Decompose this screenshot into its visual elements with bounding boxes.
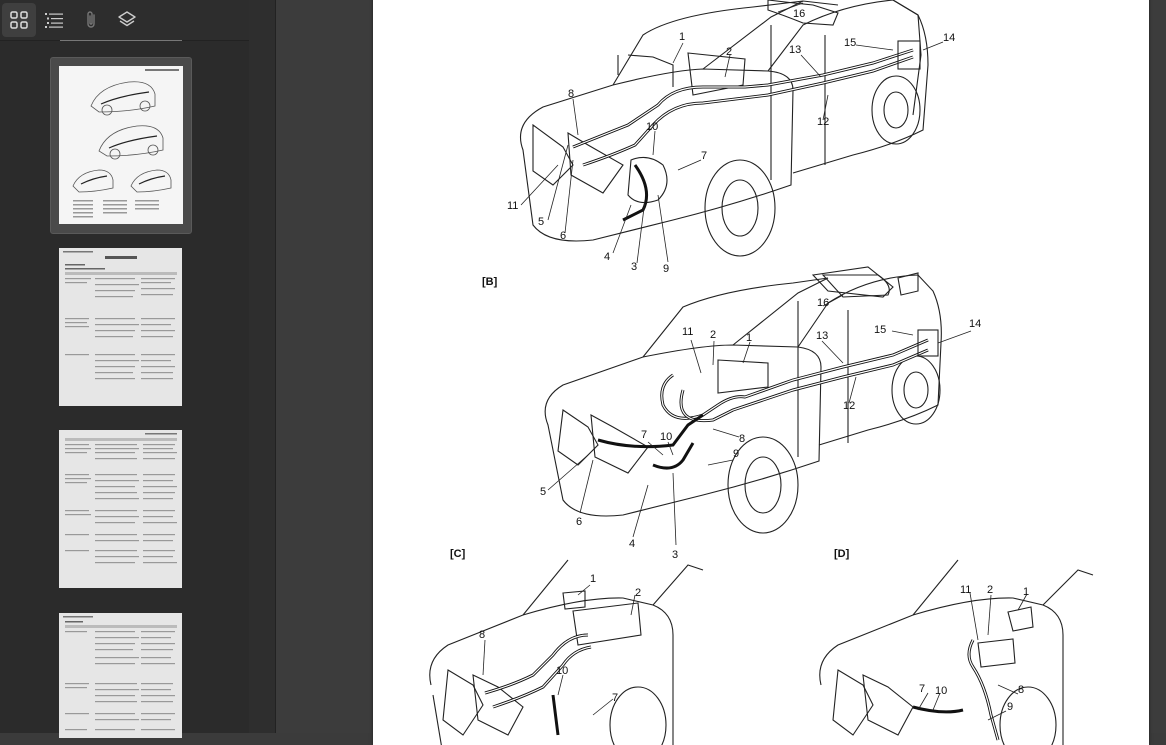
- callout-label: 1: [590, 573, 596, 585]
- thumbnail-diagram-preview: [72, 69, 179, 218]
- callout-label: 10: [660, 431, 672, 443]
- thumbnail-table-preview: [63, 616, 177, 731]
- callout-label: 2: [987, 584, 993, 596]
- figure-label-b: [B]: [482, 276, 498, 288]
- layers-icon: [118, 11, 136, 27]
- callout-label: 4: [629, 538, 635, 550]
- vehicle-diagram-b: 16 15 14 11 2 1 13 12 7 10 8 9 5 6 4 3: [540, 266, 981, 561]
- callout-label: 14: [969, 318, 981, 330]
- thumbnail-table-preview: [65, 433, 177, 564]
- callout-label: 2: [710, 329, 716, 341]
- layers-view-button[interactable]: [110, 3, 144, 37]
- callout-label: 8: [479, 629, 485, 641]
- page-thumbnail-image: [59, 430, 182, 588]
- thumbnail-sidebar: [0, 0, 250, 738]
- callout-label: 10: [556, 665, 568, 677]
- page-thumbnail-image: [59, 613, 182, 738]
- callout-label: 2: [726, 46, 732, 58]
- callout-label: 4: [604, 251, 610, 263]
- callout-label: 2: [635, 587, 641, 599]
- callout-label: 16: [817, 297, 829, 309]
- callout-label: 9: [663, 263, 669, 275]
- thumbnails-view-button[interactable]: [2, 3, 36, 37]
- figure-label-c: [C]: [450, 548, 466, 560]
- page-thumbnail-4[interactable]: [50, 605, 190, 745]
- callout-label: 8: [739, 433, 745, 445]
- document-viewer[interactable]: 16 1 2 13 15 14 8 10 12 7 11 5 6 4 3 9 […: [276, 0, 1166, 745]
- outline-view-button[interactable]: [37, 3, 71, 37]
- vehicle-diagram-d: 11 2 1 7 10 8 9: [819, 559, 1094, 745]
- callout-label: 3: [631, 261, 637, 273]
- callout-label: 7: [641, 429, 647, 441]
- callout-label: 7: [612, 692, 618, 704]
- callout-label: 7: [919, 683, 925, 695]
- callout-label: 12: [817, 116, 829, 128]
- active-tab-indicator: [60, 40, 182, 41]
- callout-label: 9: [1007, 701, 1013, 713]
- callout-label: 5: [540, 486, 546, 498]
- page-thumbnail-1[interactable]: [50, 57, 192, 234]
- callout-label: 15: [874, 324, 886, 336]
- callout-label: 13: [789, 44, 801, 56]
- callout-label: 11: [682, 326, 693, 338]
- callout-label: 3: [672, 549, 678, 561]
- attachment-icon: [87, 11, 95, 28]
- callout-label: 12: [843, 400, 855, 412]
- callout-label: 15: [844, 37, 856, 49]
- callout-label: 11: [507, 200, 518, 212]
- callout-label: 6: [560, 230, 566, 242]
- vehicle-diagram-c: 1 2 8 10 7: [429, 559, 704, 745]
- callout-label: 1: [1023, 586, 1029, 598]
- page-thumbnail-3[interactable]: [50, 422, 190, 597]
- callout-label: 9: [733, 448, 739, 460]
- callout-label: 6: [576, 516, 582, 528]
- callout-label: 8: [568, 88, 574, 100]
- outline-icon: [45, 13, 63, 28]
- callout-label: 8: [1018, 684, 1024, 696]
- page-thumbnail-2[interactable]: [50, 240, 190, 415]
- page-thumbnail-image: [59, 248, 182, 406]
- thumbnail-table-preview: [63, 251, 177, 380]
- sidebar-resize-handle[interactable]: [249, 0, 276, 733]
- page-thumbnail-image: [59, 66, 183, 224]
- callout-label: 14: [943, 32, 955, 44]
- callout-label: 1: [679, 31, 685, 43]
- callout-label: 1: [746, 332, 752, 344]
- vehicle-diagram-a: 16 1 2 13 15 14 8 10 12 7 11 5 6 4 3 9: [507, 0, 955, 275]
- sidebar-toolbar: [0, 0, 249, 41]
- document-page: 16 1 2 13 15 14 8 10 12 7 11 5 6 4 3 9 […: [373, 0, 1149, 745]
- callout-label: 11: [960, 584, 971, 596]
- thumbnails-icon: [10, 11, 28, 29]
- callout-label: 13: [816, 330, 828, 342]
- callout-label: 7: [701, 150, 707, 162]
- callout-label: 10: [646, 121, 658, 133]
- callout-label: 10: [935, 685, 947, 697]
- attachments-view-button[interactable]: [74, 3, 108, 37]
- figure-label-d: [D]: [834, 548, 850, 560]
- callout-label: 5: [538, 216, 544, 228]
- ac-component-location-diagram: 16 1 2 13 15 14 8 10 12 7 11 5 6 4 3 9 […: [429, 0, 1094, 745]
- callout-label: 16: [793, 8, 805, 20]
